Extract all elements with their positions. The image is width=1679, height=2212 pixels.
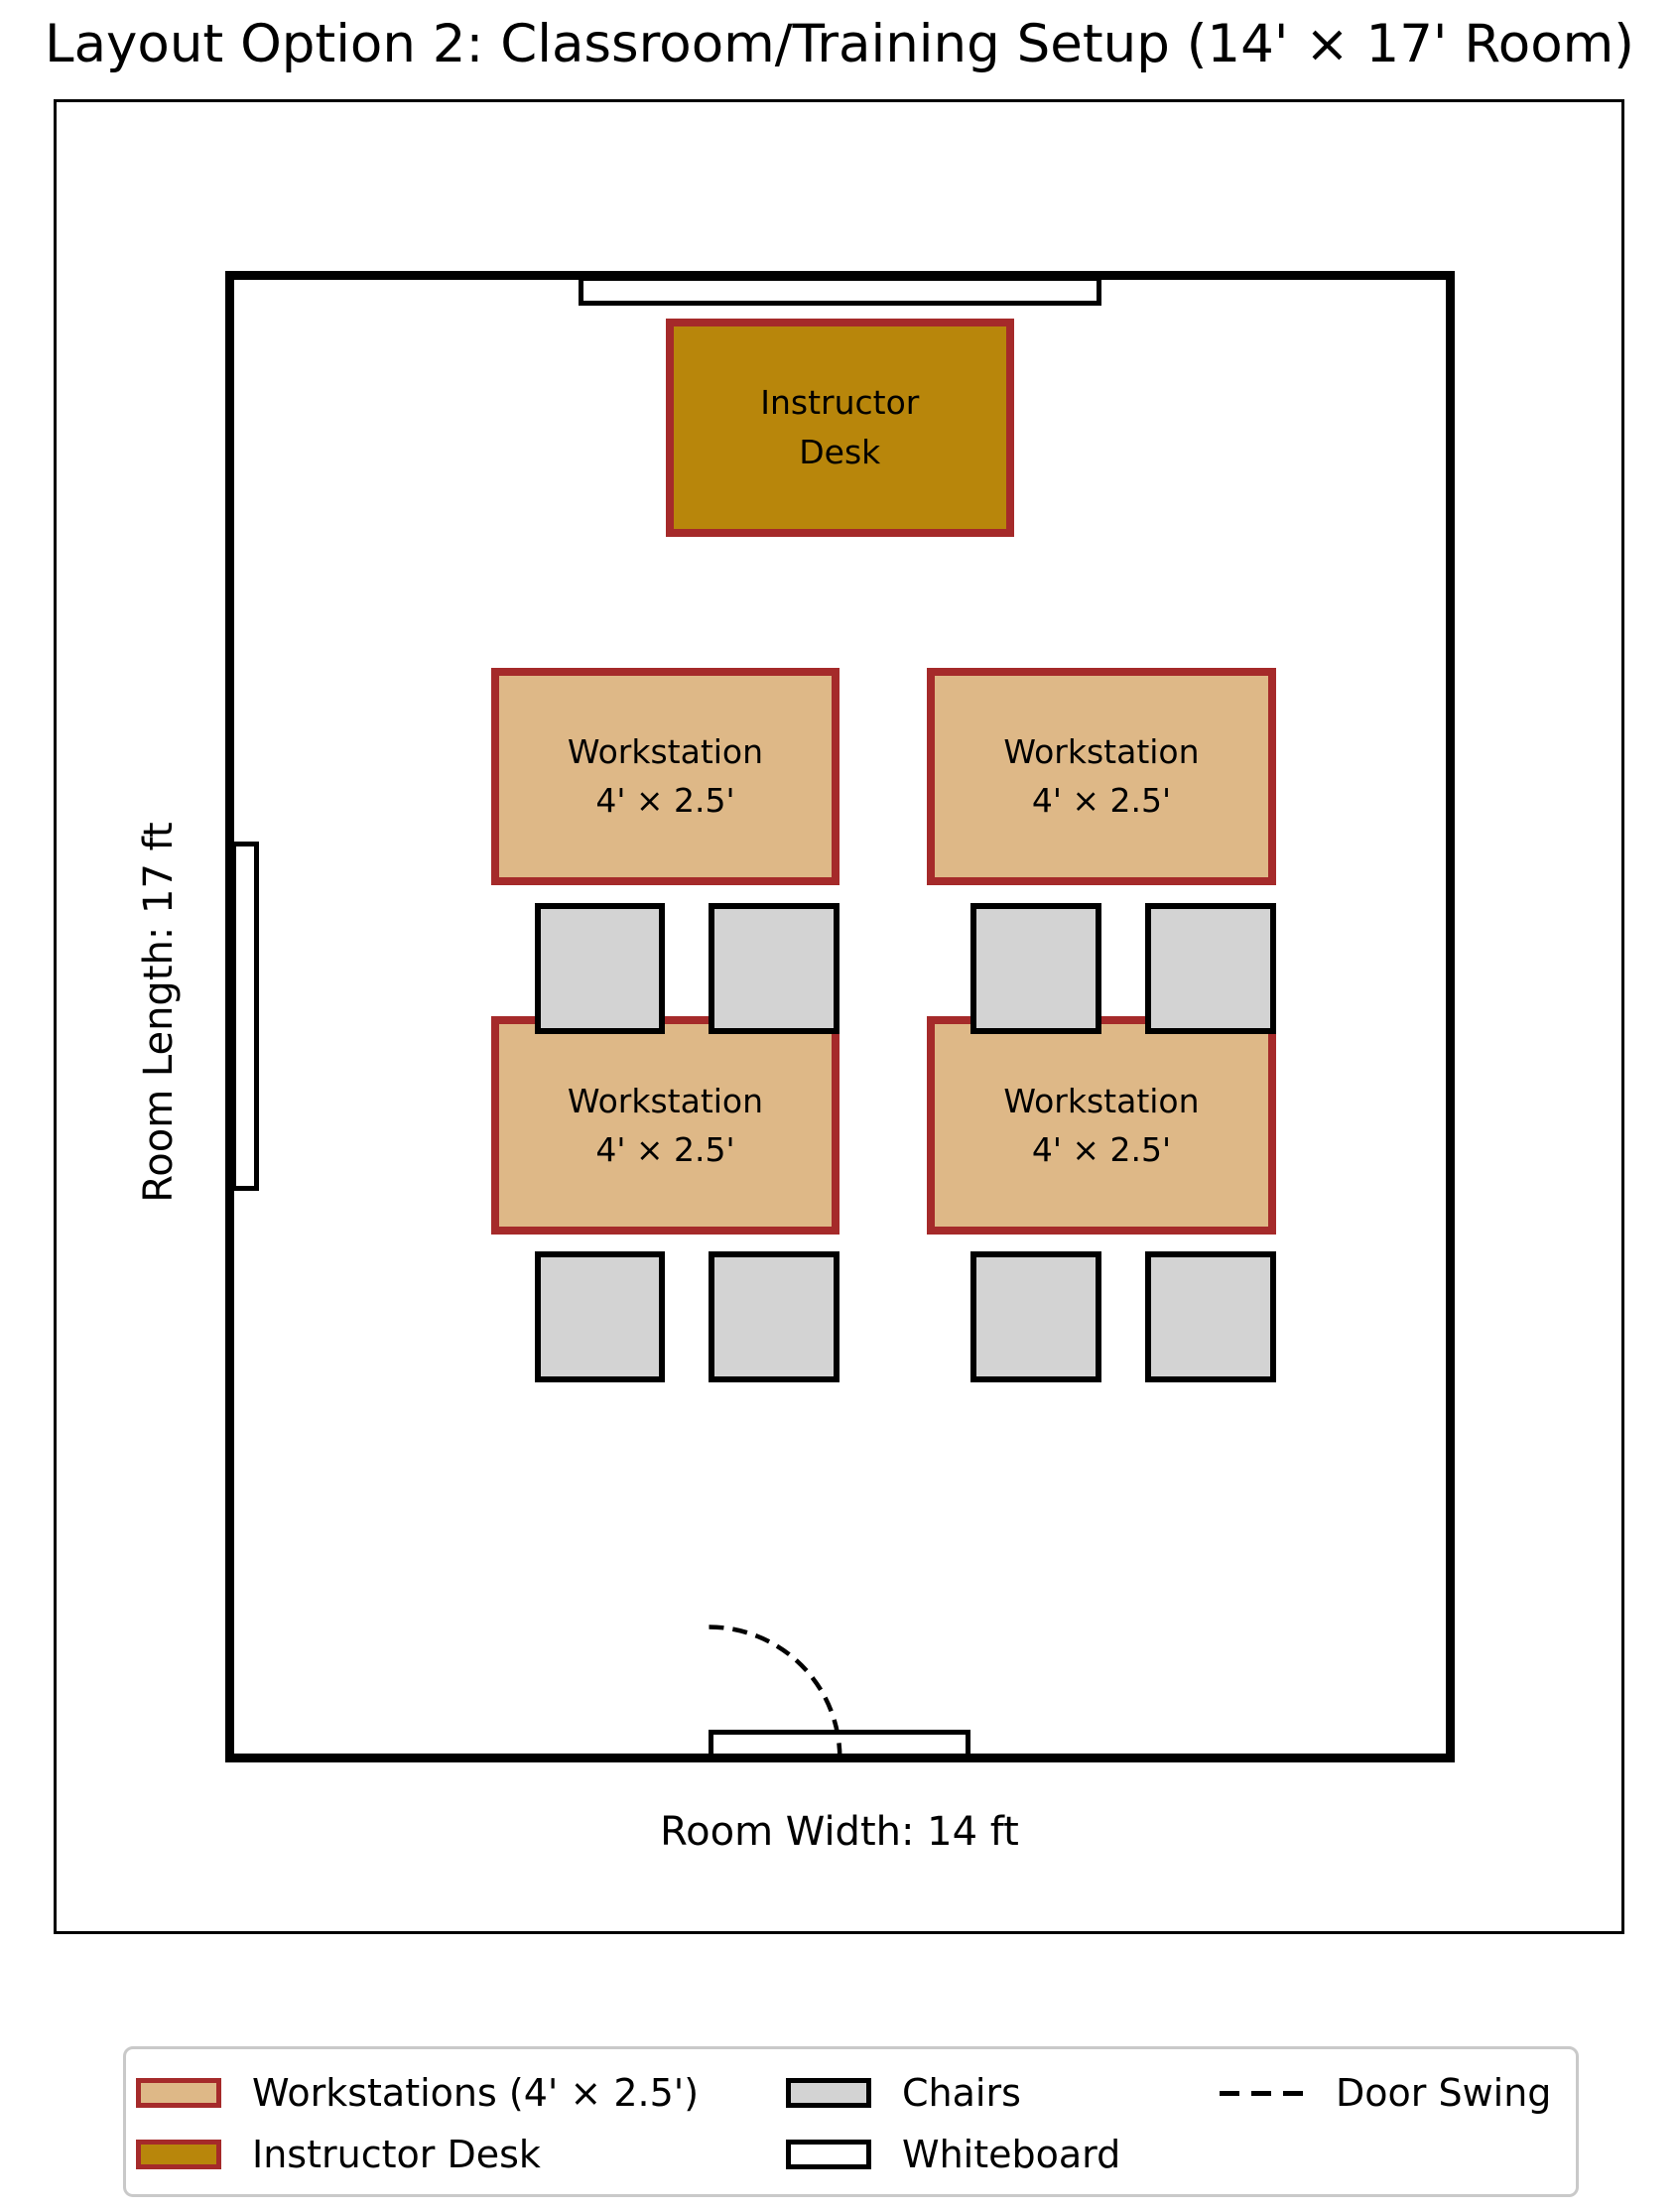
chair-5 — [534, 1251, 666, 1383]
legend-swatch-desk — [136, 2140, 221, 2169]
chair-4 — [1144, 902, 1276, 1034]
chair-3 — [970, 902, 1101, 1034]
workstation-2: Workstation 4' × 2.5' — [927, 667, 1276, 886]
legend-item-whiteboard: Whiteboard — [786, 2124, 1220, 2185]
legend: Workstations (4' × 2.5') Chairs Door Swing… — [123, 2046, 1579, 2197]
chair-7 — [970, 1251, 1101, 1383]
workstation-label: Workstation 4' × 2.5' — [567, 1081, 764, 1170]
workstation-label: Workstation 4' × 2.5' — [1003, 1081, 1200, 1170]
door — [709, 1729, 971, 1759]
room-width-label: Room Width: 14 ft — [660, 1809, 1019, 1855]
legend-swatch-workstation — [136, 2078, 221, 2108]
chair-2 — [709, 902, 840, 1034]
door-swing-dash-icon — [1220, 2090, 1305, 2096]
legend-label: Door Swing — [1336, 2071, 1552, 2115]
workstation-4: Workstation 4' × 2.5' — [927, 1016, 1276, 1235]
legend-item-desk: Instructor Desk — [136, 2124, 786, 2185]
chair-8 — [1144, 1251, 1276, 1383]
workstation-label: Workstation 4' × 2.5' — [567, 731, 764, 821]
chair-6 — [709, 1251, 840, 1383]
legend-item-chair: Chairs — [786, 2062, 1220, 2124]
legend-empty-cell — [1220, 2124, 1576, 2185]
instructor-desk-label: Instructor Desk — [760, 383, 920, 471]
legend-label: Chairs — [902, 2071, 1021, 2115]
page-title: Layout Option 2: Classroom/Training Setu… — [45, 14, 1634, 74]
legend-label: Instructor Desk — [252, 2133, 541, 2176]
legend-swatch-whiteboard — [786, 2140, 871, 2169]
legend-item-workstation: Workstations (4' × 2.5') — [136, 2062, 786, 2124]
room-length-label: Room Length: 17 ft — [136, 822, 182, 1203]
instructor-desk: Instructor Desk — [665, 318, 1015, 537]
workstation-3: Workstation 4' × 2.5' — [490, 1016, 840, 1235]
legend-swatch-chair — [786, 2078, 871, 2108]
workstation-label: Workstation 4' × 2.5' — [1003, 731, 1200, 821]
legend-label: Workstations (4' × 2.5') — [252, 2071, 700, 2115]
legend-item-dash: Door Swing — [1220, 2062, 1576, 2124]
legend-label: Whiteboard — [902, 2133, 1121, 2176]
workstation-1: Workstation 4' × 2.5' — [490, 667, 840, 886]
window-marker — [231, 842, 259, 1191]
chair-1 — [534, 902, 666, 1034]
whiteboard — [578, 276, 1101, 307]
